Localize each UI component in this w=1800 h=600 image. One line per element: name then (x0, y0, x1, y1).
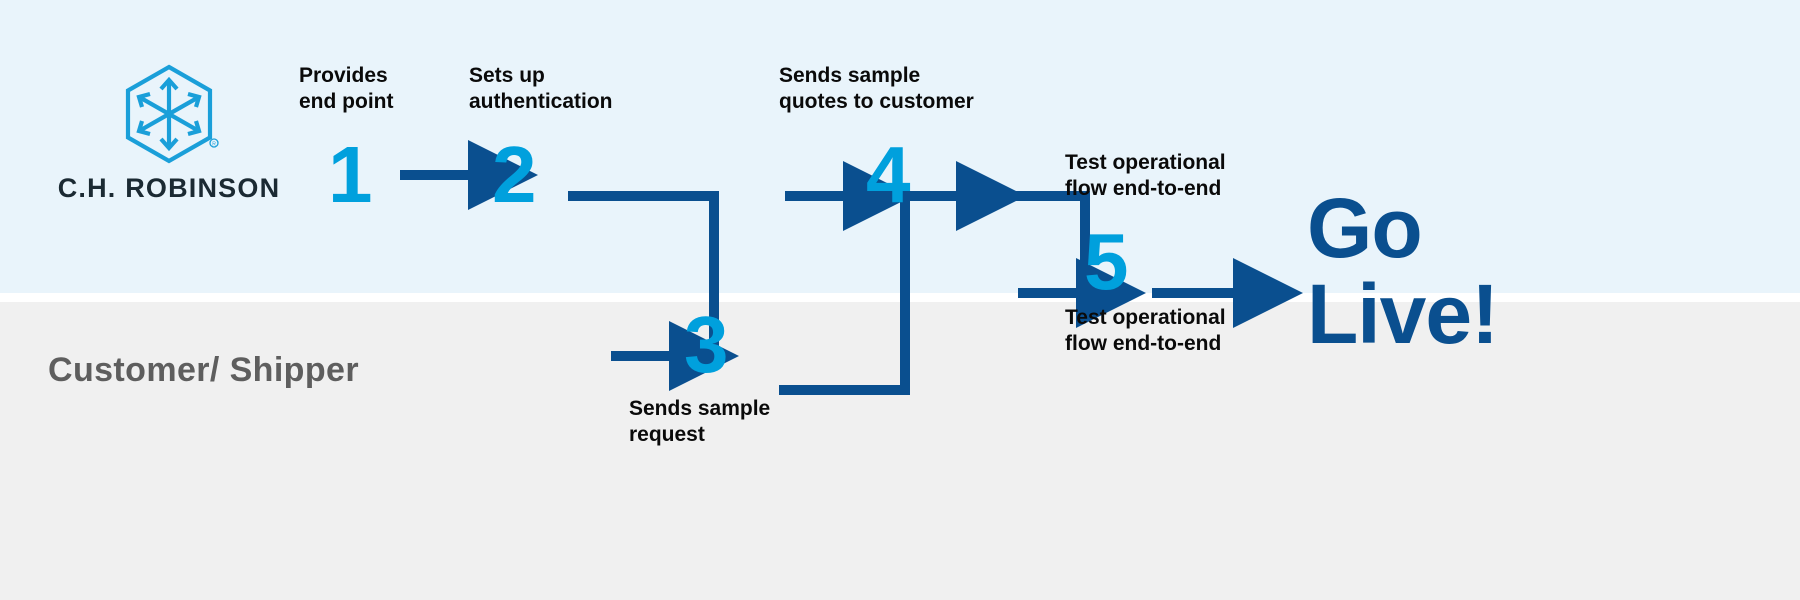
step-3-number: 3 (684, 300, 728, 389)
step-2-caption: Sets up authentication (469, 64, 613, 113)
connector-3-to-4 (779, 161, 1026, 395)
svg-text:R: R (212, 142, 216, 148)
hexagon-cube-arrows-icon: R (125, 64, 219, 164)
step-2-number: 2 (492, 130, 536, 219)
lane-label-customer: Customer/ Shipper (48, 351, 359, 389)
brand-wordmark: C.H. ROBINSON (57, 173, 281, 203)
step-5-caption-above: Test operational flow end-to-end (1065, 151, 1226, 200)
step-3-caption: Sends sample request (629, 397, 771, 446)
step-1-number: 1 (328, 130, 372, 219)
step-5-caption-below: Test operational flow end-to-end (1065, 306, 1226, 355)
step-4-caption: Sends sample quotes to customer (779, 64, 974, 113)
outcome-go-live: Go Live! (1307, 181, 1499, 361)
step-5-number: 5 (1084, 217, 1128, 306)
connector-2-to-3 (568, 191, 739, 391)
step-4-number: 4 (866, 130, 910, 219)
step-1-caption: Provides end point (299, 64, 394, 113)
connector-4-to-5 (957, 191, 1146, 328)
